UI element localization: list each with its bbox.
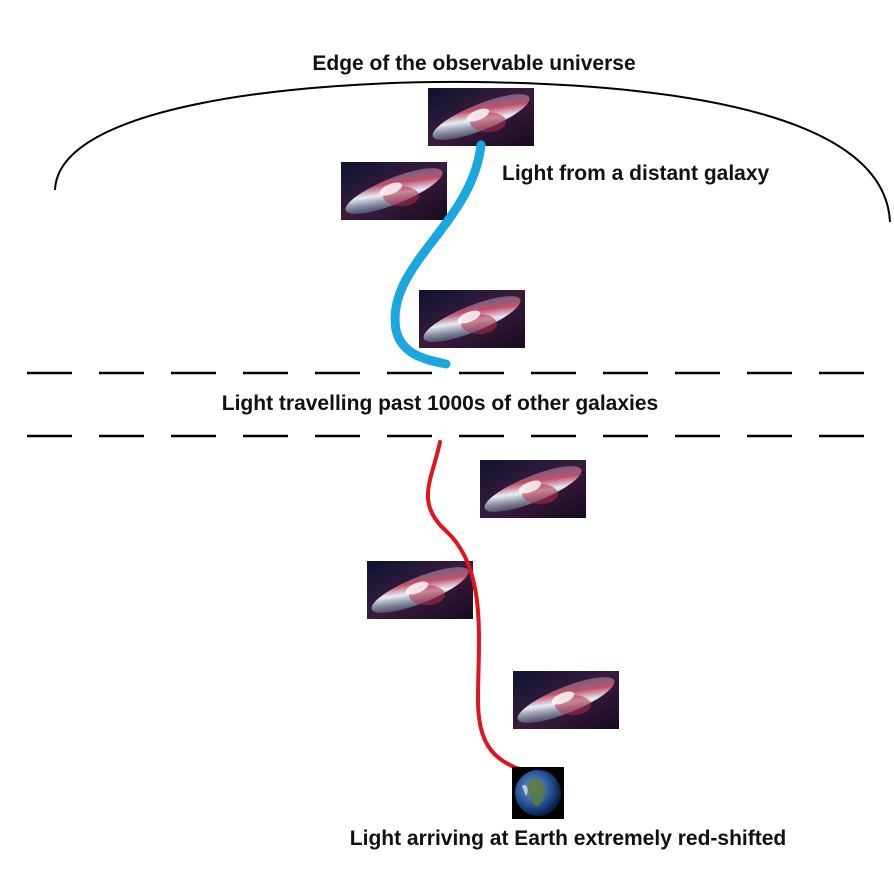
red-light-path bbox=[425, 440, 524, 772]
blue-light-path bbox=[390, 140, 486, 369]
label-edge-of-universe: Edge of the observable universe bbox=[312, 52, 635, 75]
label-distant-galaxy: Light from a distant galaxy bbox=[502, 162, 770, 185]
label-earth-redshift: Light arriving at Earth extremely red-sh… bbox=[350, 827, 786, 850]
galaxy-image bbox=[366, 558, 474, 622]
galaxy-image-source bbox=[427, 85, 535, 149]
galaxy-image bbox=[340, 159, 448, 223]
earth-icon bbox=[512, 767, 564, 819]
observable-universe-edge-arc bbox=[54, 80, 891, 223]
galaxy-image bbox=[418, 287, 526, 351]
galaxy-image bbox=[479, 457, 587, 521]
label-other-galaxies: Light travelling past 1000s of other gal… bbox=[222, 392, 658, 415]
galaxy-image bbox=[512, 668, 620, 732]
